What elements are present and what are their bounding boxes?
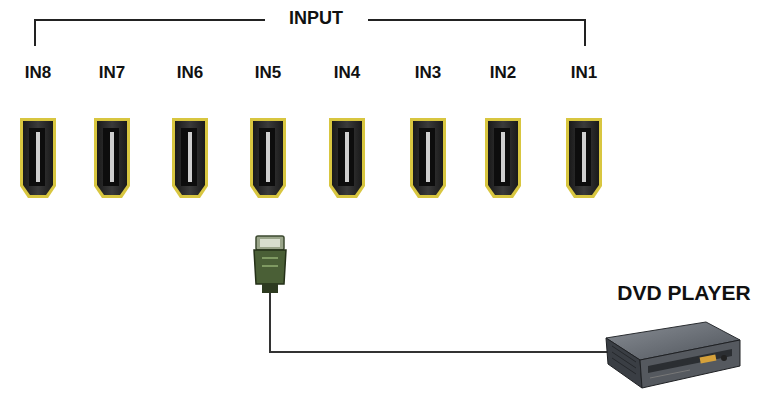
port-label: IN1 (571, 64, 597, 81)
port-label: IN2 (490, 64, 516, 81)
port-label: IN4 (334, 64, 360, 81)
hdmi-plug (254, 236, 286, 293)
port-label: IN8 (25, 64, 51, 81)
port-label: IN3 (415, 64, 441, 81)
hdmi-ports (20, 118, 602, 198)
group-label: INPUT (285, 9, 347, 27)
port-label: IN5 (255, 64, 281, 81)
port-label: IN6 (177, 64, 203, 81)
hdmi-cable (270, 292, 612, 352)
dvd-player-illustration (606, 322, 740, 388)
device-label: DVD PLAYER (617, 282, 750, 303)
port-label: IN7 (99, 64, 125, 81)
